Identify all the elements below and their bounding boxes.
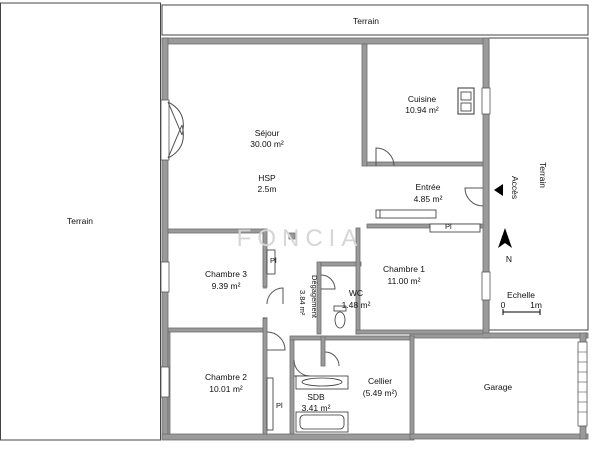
scale-min: 0 bbox=[501, 300, 506, 310]
placard-label: Pl bbox=[445, 222, 452, 231]
sdb-area: 3.41 m² bbox=[302, 403, 331, 413]
garage-door bbox=[577, 341, 588, 427]
chambre3-area: 9.39 m² bbox=[212, 281, 241, 291]
kitchen-fixtures bbox=[457, 87, 475, 115]
degagement-name: Dégagement bbox=[310, 275, 319, 319]
closets bbox=[266, 209, 481, 431]
sejour-hsp: HSP bbox=[258, 173, 276, 183]
chambre1-area: 11.00 m² bbox=[388, 276, 421, 286]
bathroom-fixtures bbox=[295, 305, 349, 433]
sejour-area: 30.00 m² bbox=[250, 139, 284, 149]
cuisine-name: Cuisine bbox=[408, 94, 437, 104]
entrance-arrow-icon bbox=[494, 184, 503, 196]
terrain-left-area bbox=[0, 2, 161, 441]
placard-label: Pl bbox=[276, 401, 283, 410]
north-label: N bbox=[506, 254, 512, 264]
scale-title: Echelle bbox=[507, 290, 535, 300]
terrain-right-label: Terrain bbox=[538, 162, 548, 188]
cellier-name: Cellier bbox=[368, 376, 392, 386]
door-thresholds bbox=[263, 287, 267, 319]
degagement-area: 3.84 m² bbox=[298, 290, 307, 316]
terrain-right-area bbox=[488, 37, 589, 331]
wc-name: WC bbox=[349, 288, 363, 298]
cuisine-area: 10.94 m² bbox=[405, 105, 439, 115]
watermark-text: FONCIA bbox=[237, 225, 364, 252]
placard-label: Pl bbox=[270, 256, 277, 265]
chambre2-area: 10.01 m² bbox=[209, 384, 243, 394]
chambre2-name: Chambre 2 bbox=[205, 372, 247, 382]
north-arrow-icon bbox=[498, 228, 512, 248]
chambre1-name: Chambre 1 bbox=[383, 264, 425, 274]
acces-label: Accès bbox=[510, 176, 520, 199]
sdb-name: SDB bbox=[307, 392, 325, 402]
garage-name: Garage bbox=[484, 382, 513, 392]
terrain-top-label: Terrain bbox=[353, 16, 379, 26]
chambre3-name: Chambre 3 bbox=[205, 269, 247, 279]
cellier-area: (5.49 m²) bbox=[363, 388, 398, 398]
terrain-left-label: Terrain bbox=[67, 216, 93, 226]
windows bbox=[160, 87, 491, 398]
scale-max: 1m bbox=[530, 300, 542, 310]
door-swings bbox=[167, 101, 484, 377]
garage-door-hatching bbox=[578, 351, 587, 413]
sejour-name: Séjour bbox=[255, 128, 280, 138]
interior-walls bbox=[167, 43, 484, 435]
scale-bar bbox=[502, 309, 541, 315]
terrain-top-area bbox=[161, 4, 589, 36]
entree-name: Entrée bbox=[415, 182, 440, 192]
wc-area: 1.48 m² bbox=[342, 300, 371, 310]
entree-area: 4.85 m² bbox=[414, 194, 443, 204]
sejour-height: 2.5m bbox=[258, 184, 277, 194]
